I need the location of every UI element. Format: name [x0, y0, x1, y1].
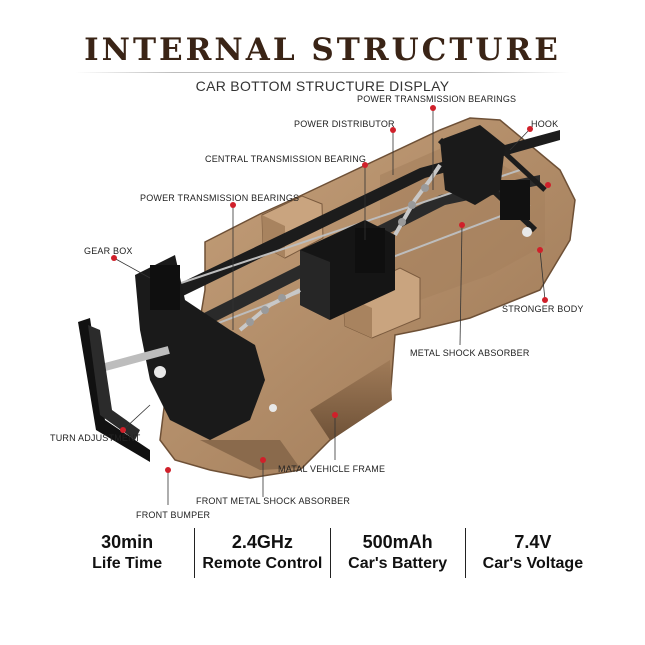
front-axle	[78, 255, 265, 462]
page-title: INTERNAL STRUCTURE	[84, 32, 561, 68]
callout-metal-shock-absorber: METAL SHOCK ABSORBER	[410, 348, 530, 358]
rear-axle	[269, 125, 532, 412]
page-subtitle: CAR BOTTOM STRUCTURE DISPLAY	[195, 78, 450, 94]
spec-value: 7.4V	[514, 532, 552, 552]
callout-gear-box: GEAR BOX	[84, 246, 133, 256]
callout-front-bumper: FRONT BUMPER	[136, 510, 211, 520]
spec-value: 500mAh	[362, 532, 433, 552]
spec-label: Car's Voltage	[482, 555, 584, 572]
callout-stronger-body: STRONGER BODY	[502, 304, 584, 314]
callout-power-transmission-bearings-left: POWER TRANSMISSION BEARINGS	[140, 193, 300, 203]
callout-power-distributor: POWER DISTRIBUTOR	[294, 119, 395, 129]
spec-label: Car's Battery	[348, 555, 448, 572]
spec-row: 30min Life Time 2.4GHz Remote Control 50…	[60, 526, 600, 580]
spec-label: Life Time	[92, 555, 163, 572]
spec-battery: 500mAh Car's Battery	[331, 526, 465, 580]
spec-divider	[329, 528, 331, 578]
callout-turn-adjustment: TURN ADJUSTMENT	[50, 433, 141, 443]
spec-divider	[194, 528, 196, 578]
spec-divider	[464, 528, 466, 578]
callout-hook: HOOK	[531, 119, 559, 129]
callout-power-transmission-bearings-top: POWER TRANSMISSION BEARINGS	[357, 94, 517, 104]
callout-dots	[111, 105, 551, 473]
spec-life-time: 30min Life Time	[60, 526, 194, 580]
central-gearbox	[300, 220, 395, 320]
spec-remote-control: 2.4GHz Remote Control	[195, 526, 329, 580]
spec-value: 2.4GHz	[231, 532, 293, 552]
spec-value: 30min	[101, 532, 154, 552]
spec-voltage: 7.4V Car's Voltage	[466, 526, 600, 580]
callout-central-transmission-bearing: CENTRAL TRANSMISSION BEARING	[205, 154, 367, 164]
callout-front-metal-shock-absorber: FRONT METAL SHOCK ABSORBER	[196, 496, 351, 506]
title-divider	[75, 72, 570, 73]
callout-matal-vehicle-frame: MATAL VEHICLE FRAME	[278, 464, 386, 474]
spec-label: Remote Control	[202, 555, 323, 572]
